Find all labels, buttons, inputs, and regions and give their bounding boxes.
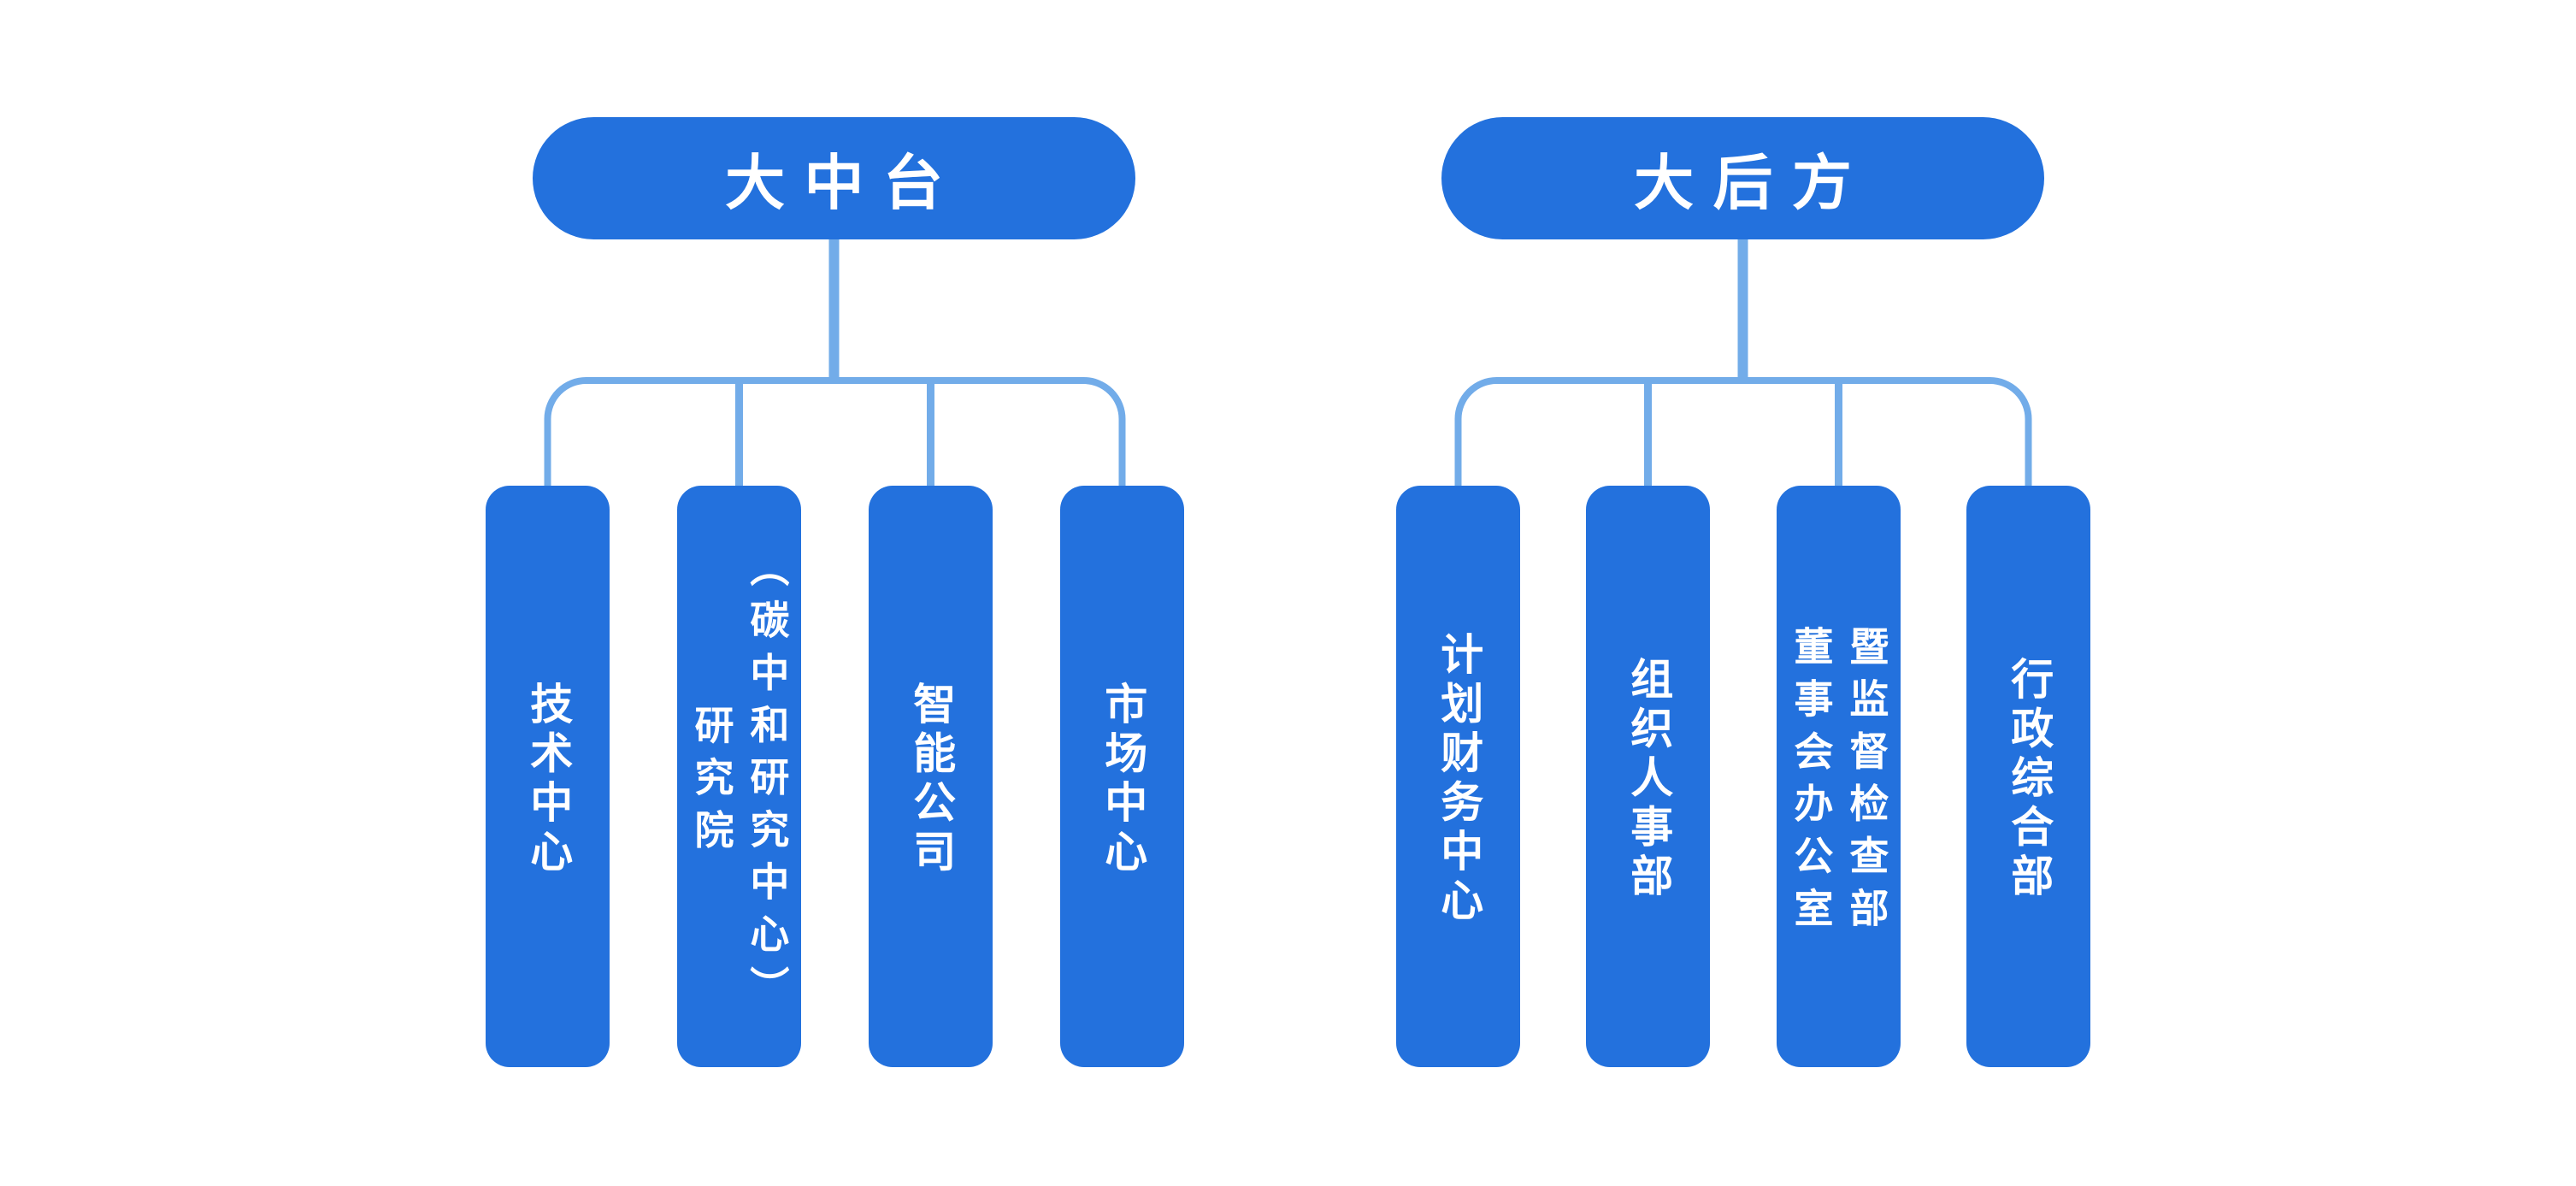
node-label: 行政综合部 <box>2005 657 2054 903</box>
root-node-label: 大中台 <box>725 150 963 216</box>
node-board-office-supervision-dept[interactable]: 董事会办公室 暨监督检查部 <box>1777 486 1901 1067</box>
node-label-column-1: 研究院 <box>689 704 734 862</box>
node-label-column-2: （碳中和研究中心） <box>745 547 790 1018</box>
root-node-label: 大后方 <box>1634 150 1872 216</box>
connector-left-bus <box>544 377 1126 491</box>
root-node-dazhongtai[interactable]: 大中台 <box>533 117 1135 239</box>
node-label-column-2: 暨监督检查部 <box>1844 626 1889 941</box>
node-label-column-1: 董事会办公室 <box>1789 626 1834 941</box>
node-label: 计划财务中心 <box>1435 632 1483 928</box>
node-label: 技术中心 <box>524 681 573 878</box>
node-label: 组织人事部 <box>1624 657 1673 903</box>
node-technology-center[interactable]: 技术中心 <box>486 486 610 1067</box>
node-intelligent-company[interactable]: 智能公司 <box>869 486 993 1067</box>
node-organization-personnel-dept[interactable]: 组织人事部 <box>1586 486 1710 1067</box>
root-node-dahoufang[interactable]: 大后方 <box>1441 117 2044 239</box>
node-administration-general-dept[interactable]: 行政综合部 <box>1966 486 2090 1067</box>
node-research-institute[interactable]: 研究院 （碳中和研究中心） <box>677 486 801 1067</box>
node-market-center[interactable]: 市场中心 <box>1060 486 1184 1067</box>
connector-right-bus <box>1454 377 2032 491</box>
node-label: 智能公司 <box>907 681 956 878</box>
node-planning-finance-center[interactable]: 计划财务中心 <box>1396 486 1520 1067</box>
node-label: 市场中心 <box>1099 681 1147 878</box>
